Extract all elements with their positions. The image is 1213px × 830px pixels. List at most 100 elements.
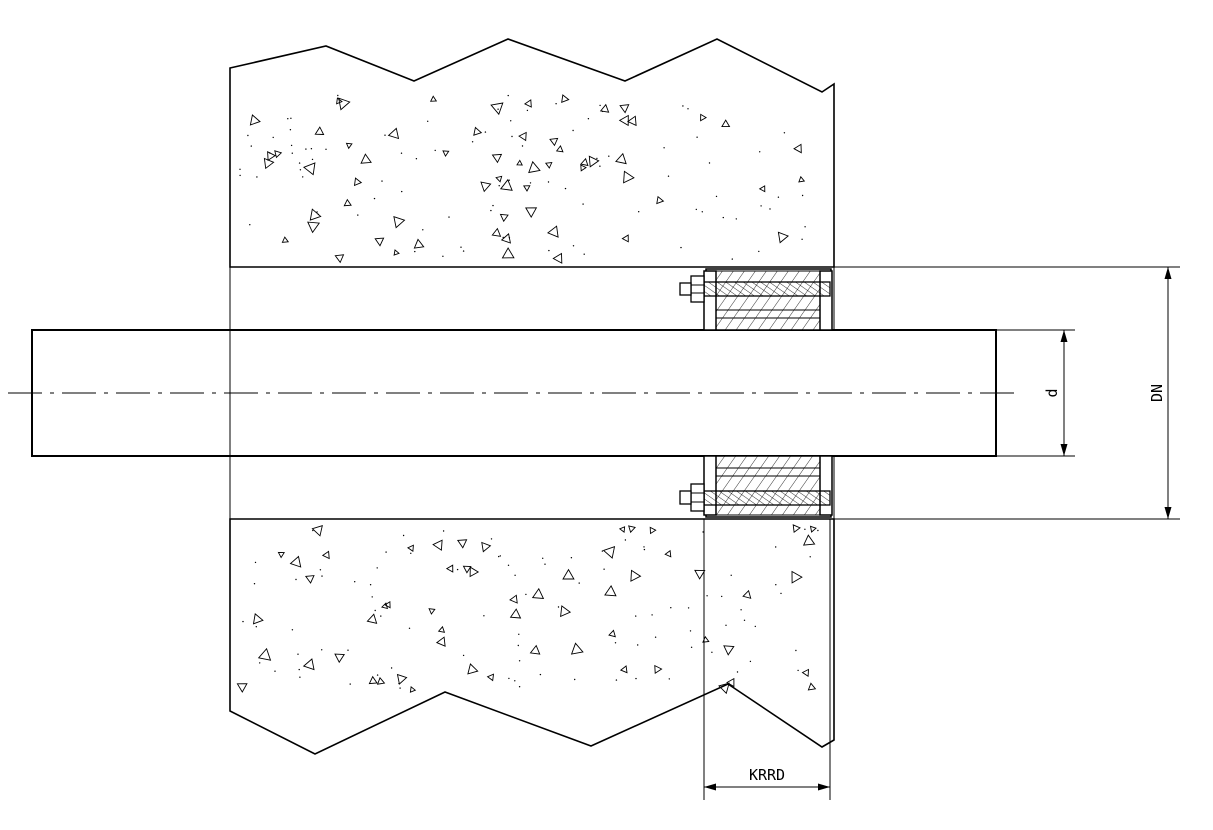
aggregate-grain	[557, 606, 560, 608]
aggregate-grain	[547, 181, 550, 183]
aggregate-grain	[499, 555, 501, 557]
aggregate-grain	[680, 246, 682, 249]
aggregate-grain	[422, 229, 424, 231]
aggregate-grain	[319, 569, 322, 571]
aggregate-grain	[290, 117, 292, 120]
aggregate-grain	[735, 218, 737, 220]
aggregate-stone	[368, 675, 378, 685]
aggregate-grain	[608, 155, 610, 157]
aggregate-stone	[345, 142, 353, 150]
aggregate-stone	[437, 625, 446, 633]
aggregate-grain	[514, 574, 516, 576]
aggregate-grain	[498, 555, 500, 558]
aggregate-grain	[518, 633, 520, 635]
aggregate-grain	[297, 653, 299, 655]
aggregate-grain	[316, 211, 318, 213]
aggregate-stone	[544, 161, 553, 169]
aggregate-grain	[572, 129, 574, 132]
aggregate-stone	[516, 159, 523, 166]
aggregate-stone	[623, 170, 635, 184]
dimension-krrd: KRRD	[704, 766, 830, 791]
aggregate-stone	[524, 99, 532, 108]
aggregate-grain	[654, 636, 657, 638]
aggregate-stone	[428, 608, 436, 615]
aggregate-grain	[574, 678, 576, 681]
aggregate-stone	[618, 526, 626, 533]
aggregate-grain	[663, 147, 665, 149]
aggregate-stone	[409, 686, 417, 693]
pipe	[8, 329, 1022, 457]
aggregate-grain	[305, 148, 307, 150]
aggregate-stone	[529, 644, 541, 655]
aggregate-grain	[637, 644, 639, 646]
aggregate-grain	[462, 654, 465, 657]
aggregate-stone	[501, 247, 515, 259]
aggregate-stone	[509, 608, 522, 619]
aggregate-stone	[334, 254, 345, 264]
aggregate-stone	[289, 555, 302, 568]
aggregate-grain	[601, 550, 604, 552]
aggregate-grain	[526, 109, 529, 112]
aggregate-grain	[643, 548, 646, 551]
aggregate-stone	[334, 653, 346, 664]
aggregate-grain	[291, 629, 294, 631]
aggregate-stone	[304, 575, 315, 584]
dimension-d-label: d	[1043, 388, 1061, 397]
aggregate-stone	[491, 227, 502, 237]
seal-upper	[679, 268, 833, 331]
aggregate-grain	[502, 236, 504, 239]
aggregate-stone	[649, 526, 657, 535]
aggregate-stone	[726, 677, 735, 688]
aggregate-stone	[570, 642, 584, 655]
aggregate-grain	[410, 552, 412, 554]
aggregate-grain	[317, 213, 320, 216]
aggregate-grain	[687, 108, 689, 110]
aggregate-grain	[312, 529, 314, 532]
aggregate-stone	[721, 119, 731, 128]
aggregate-grain	[385, 551, 387, 553]
aggregate-stone	[793, 143, 802, 154]
aggregate-grain	[687, 607, 690, 609]
aggregate-grain	[667, 175, 670, 177]
aggregate-grain	[250, 145, 252, 147]
aggregate-grain	[321, 575, 323, 577]
aggregate-grain	[521, 145, 524, 147]
aggregate-stone	[257, 647, 272, 661]
aggregate-stone	[467, 663, 479, 675]
dimension-d: d	[1043, 330, 1068, 456]
bolt-upper	[703, 281, 831, 297]
aggregate-stone	[621, 234, 629, 243]
aggregate-stone	[654, 664, 663, 675]
aggregate-stone	[628, 525, 636, 534]
aggregate-grain	[402, 534, 405, 537]
aggregate-grain	[380, 615, 382, 617]
aggregate-grain	[369, 584, 372, 586]
aggregate-grain	[564, 187, 567, 190]
aggregate-grain	[721, 595, 723, 598]
aggregate-grain	[801, 194, 804, 197]
aggregate-grain	[249, 224, 251, 226]
aggregate-grain	[510, 120, 512, 122]
aggregate-stone	[387, 127, 400, 140]
aggregate-grain	[702, 531, 704, 533]
aggregate-grain	[508, 179, 510, 181]
aggregate-stone	[791, 570, 803, 584]
aggregate-grain	[381, 180, 383, 182]
aggregate-grain	[321, 649, 323, 651]
aggregate-grain	[601, 110, 604, 113]
aggregate-grain	[492, 204, 494, 207]
aggregate-grain	[749, 660, 752, 663]
aggregate-stone	[656, 195, 665, 205]
aggregate-grain	[497, 108, 499, 110]
wall-upper	[229, 38, 835, 268]
aggregate-stone	[547, 225, 559, 238]
aggregate-stone	[442, 150, 450, 158]
aggregate-stone	[281, 236, 290, 243]
aggregate-grain	[725, 624, 727, 626]
aggregate-grain	[371, 596, 373, 598]
nut-upper	[690, 275, 705, 303]
aggregate-stone	[343, 198, 352, 207]
aggregate-stone	[277, 551, 285, 559]
aggregate-grain	[508, 677, 510, 680]
aggregate-grain	[483, 615, 485, 617]
